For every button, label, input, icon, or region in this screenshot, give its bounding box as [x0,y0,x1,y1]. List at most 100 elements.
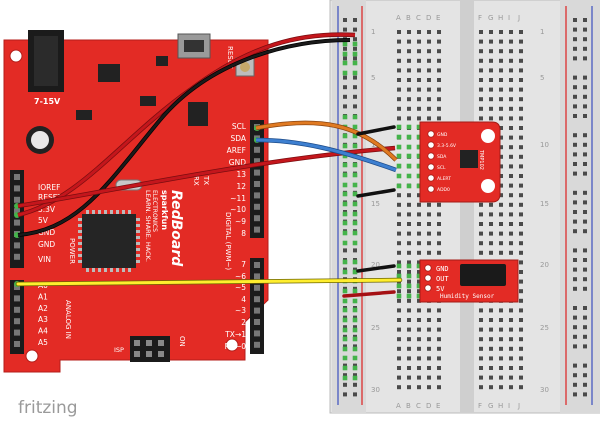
column-letter: J [517,14,520,22]
digital-pin-label: ~3 [235,306,246,315]
wire-blue-sda [255,138,397,172]
analog-in-label: ANALOG IN [64,300,72,339]
fritzing-watermark: fritzing [18,398,78,418]
column-letter: I [508,14,510,22]
row-number: 20 [540,261,549,269]
power-pin-label: 5V [38,216,49,225]
humidity-pin-label: 5V [436,285,445,293]
humidity-sensor-board: GND OUT 5V Humidity Sensor [419,259,519,303]
humidity-pin-label: GND [436,265,449,273]
humidity-pin-label: OUT [436,275,449,283]
column-letter: A [396,402,401,410]
sensor-pin-label: SDA [437,154,447,160]
power-pin-label: RESET [38,193,62,202]
digital-pin-label: ~5 [235,283,246,292]
column-letter: B [406,402,411,410]
digital-pin-label: RX←0 [225,342,247,351]
brand-name: sparkfun [160,190,169,230]
rx-led-label: RX [192,176,200,186]
power-label: POWER [68,238,76,264]
digital-pin-label: 12 [236,182,246,191]
digital-pin-label: ~11 [230,194,246,203]
jumper-red-5v [342,290,396,298]
digital-pin-label: 4 [241,295,246,304]
column-letter: C [416,14,421,22]
usb-chip [188,102,208,126]
digital-label: DIGITAL (PWM~) [224,212,232,270]
jumper-black-gnd-3 [356,264,396,273]
redboard: 7-15V RESET sparkfun ELECTRONICS RedBoar… [3,30,269,373]
column-letter: H [498,402,503,410]
wire-yellow-signal [16,278,402,286]
isp-header: ISP [114,336,170,362]
power-pin-label: IOREF [38,183,60,192]
analog-pin-label: A2 [38,304,48,313]
digital-pin-label: 13 [236,170,246,179]
sensor-pin-label: ADD0 [437,187,450,193]
digital-header-upper [250,120,264,238]
digital-pin-label: 2 [241,318,246,327]
column-letter: C [416,402,421,410]
row-number: 5 [540,74,544,82]
power-pin-label: GND [38,228,55,237]
row-number: 30 [371,386,380,394]
column-letter: G [488,14,493,22]
wire-orange-scl [255,121,398,162]
voltage-regulator [98,64,120,82]
column-letter: F [478,14,482,22]
digital-pin-label: 8 [241,229,246,238]
analog-pin-label: A5 [38,338,48,347]
digital-pin-label: GND [229,158,246,167]
row-number: 25 [540,324,549,332]
row-number: 1 [540,28,544,36]
analog-pin-label: A4 [38,327,48,336]
sensor-pin-label: 3.3-5.6V [437,143,457,149]
sensor-pin-label: SCL [437,165,446,171]
tx-led-label: TX [202,175,210,185]
digital-pin-label: AREF [227,146,246,155]
column-letter: B [406,14,411,22]
digital-header-lower [250,258,264,354]
sensor-chip-name: TMP102 [478,149,484,170]
brand-subline: ELECTRONICS [151,190,158,232]
analog-pin-label: A1 [38,292,48,301]
row-number: 30 [540,386,549,394]
column-letter: F [478,402,482,410]
breadboard-channel [460,0,474,413]
row-number: 5 [371,74,375,82]
row-number: 25 [371,324,380,332]
analog-header [10,280,24,354]
jumper-black-gnd-2 [356,188,396,198]
digital-pin-label: 7 [241,260,246,269]
column-letter: G [488,402,493,410]
column-letter: A [396,14,401,22]
power-pin-label: GND [38,240,55,249]
row-number: 10 [540,141,549,149]
digital-pin-label: TX→1 [224,330,246,339]
digital-pin-labels: SCLSDAAREFGND1312~11~10~987~6~54~32TX→1R… [224,122,247,351]
digital-pin-label: SCL [232,122,247,131]
column-letter: H [498,14,503,22]
power-pin-label: 3.3V [38,205,56,214]
power-header [10,170,24,268]
row-number: 15 [540,200,549,208]
humidity-sensor-label: Humidity Sensor [440,293,495,300]
wires [15,32,403,298]
reset-label: RESET [226,46,234,69]
board-subtitle: LEARN. SHARE. HACK. [144,190,152,262]
column-letter: E [436,402,440,410]
isp-label: ISP [114,346,124,354]
power-pin-label: VIN [38,255,51,264]
sensor-pin-label: GND [437,132,448,138]
row-number: 20 [371,261,380,269]
digital-pin-label: SDA [230,134,246,143]
analog-pin-label: A3 [38,315,48,324]
digital-pin-label: ~10 [230,205,246,214]
